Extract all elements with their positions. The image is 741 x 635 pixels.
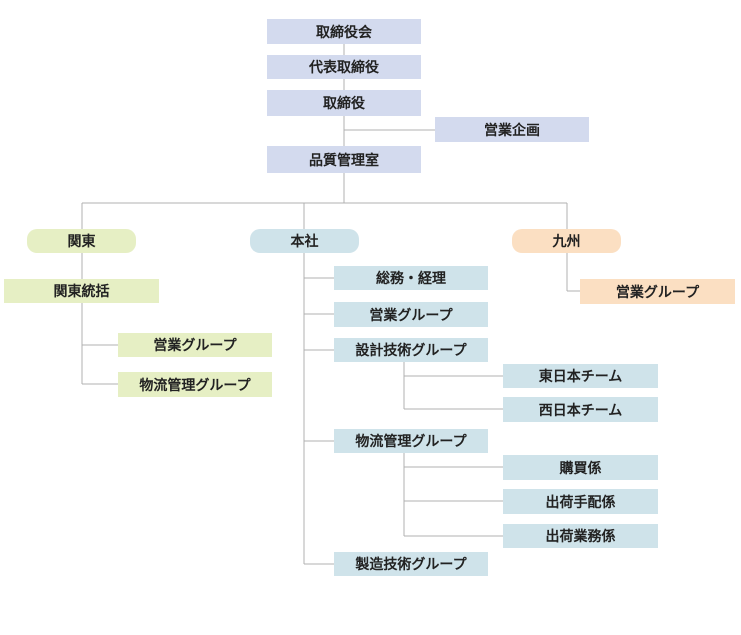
honsha-logistics-group: 物流管理グループ xyxy=(334,429,488,453)
quality-control-office: 品質管理室 xyxy=(267,146,421,173)
honsha-sales-group: 営業グループ xyxy=(334,302,488,327)
kyushu-sales-group: 営業グループ xyxy=(580,279,735,304)
honsha-general-affairs: 総務・経理 xyxy=(334,266,488,290)
kanto-sales-group: 営業グループ xyxy=(118,333,272,357)
sales-planning: 営業企画 xyxy=(435,117,589,142)
director: 取締役 xyxy=(267,90,421,116)
board-of-directors: 取締役会 xyxy=(267,19,421,44)
representative-director: 代表取締役 xyxy=(267,55,421,79)
kanto-lead: 関東統括 xyxy=(4,279,159,303)
division-honsha: 本社 xyxy=(250,229,359,253)
division-kanto: 関東 xyxy=(27,229,136,253)
purchasing-section: 購買係 xyxy=(503,455,658,480)
kanto-logistics-group: 物流管理グループ xyxy=(118,372,272,397)
honsha-manufacturing-group: 製造技術グループ xyxy=(334,552,488,576)
shipping-arrangement-section: 出荷手配係 xyxy=(503,489,658,514)
shipping-operations-section: 出荷業務係 xyxy=(503,524,658,548)
west-japan-team: 西日本チーム xyxy=(503,397,658,422)
honsha-design-group: 設計技術グループ xyxy=(334,338,488,362)
east-japan-team: 東日本チーム xyxy=(503,364,658,388)
division-kyushu: 九州 xyxy=(512,229,621,253)
